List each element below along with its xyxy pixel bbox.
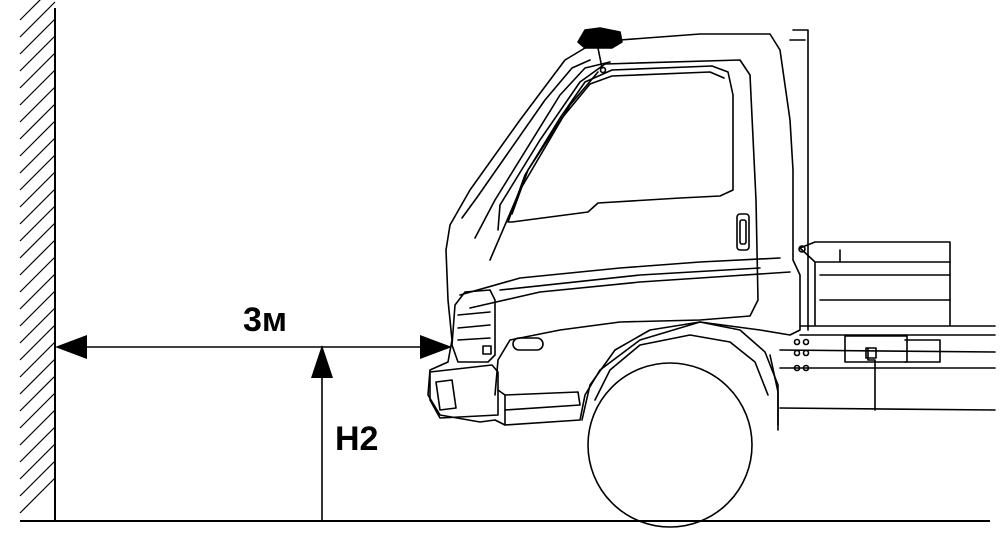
front-bumper [429,364,499,419]
height-arrow [311,345,333,521]
side-indicator [512,337,544,351]
wall-hatch-line [19,324,56,361]
headlight [451,289,496,363]
wheel-arch [581,321,779,431]
wall-hatch-line [19,375,56,412]
wall-hatch-line [19,443,56,480]
chassis-frame [779,349,996,411]
wall-hatch-line [19,307,56,344]
door-outline [494,59,759,396]
wall-hatch-line [19,0,41,21]
door-handle [736,213,750,251]
roof-marker-lamp [577,27,623,49]
wall-hatch-line [19,35,56,72]
wall-hatch-line [19,426,56,463]
wall-hatch-line [19,239,56,276]
wall-hatch-line [19,341,56,378]
distance-label: 3м [243,301,288,339]
door-window [507,65,734,223]
wall-hatch-line [19,460,56,497]
height-arrow-head [311,345,333,378]
cargo-bed [799,241,951,263]
height-label: H2 [335,420,379,458]
wall-hatch-line [19,256,56,293]
wall-hatch-line [19,52,56,89]
wall-hatch-line [19,222,56,259]
truck-side-view [427,27,996,528]
wall-hatch-line [19,358,56,395]
wall-hatch-line [19,69,56,106]
wall-hatch-line [19,103,56,140]
wall-hatch-line [19,154,56,191]
wall-hatch-line [19,205,56,242]
wall-hatch-line [19,18,56,55]
hatched-wall [19,0,56,521]
wall-hatch-line [19,120,56,157]
wall-hatch-line [19,86,56,123]
wall-hatch-line [19,392,56,429]
wall-hatch-line [19,1,56,38]
wall-hatch-line [19,171,56,208]
distance-arrow-right-head [420,335,452,359]
wall-hatch-line [19,409,56,446]
wall-hatch-line [19,290,56,327]
front-wheel [587,362,753,528]
distance-arrow [55,335,452,359]
wall-hatch-line [19,137,56,174]
wall-hatch-line [19,273,56,310]
wall-hatch-line [19,188,56,225]
distance-arrow-left-head [55,335,87,359]
wall-hatch-line [19,477,56,514]
cab-outline [427,33,801,426]
